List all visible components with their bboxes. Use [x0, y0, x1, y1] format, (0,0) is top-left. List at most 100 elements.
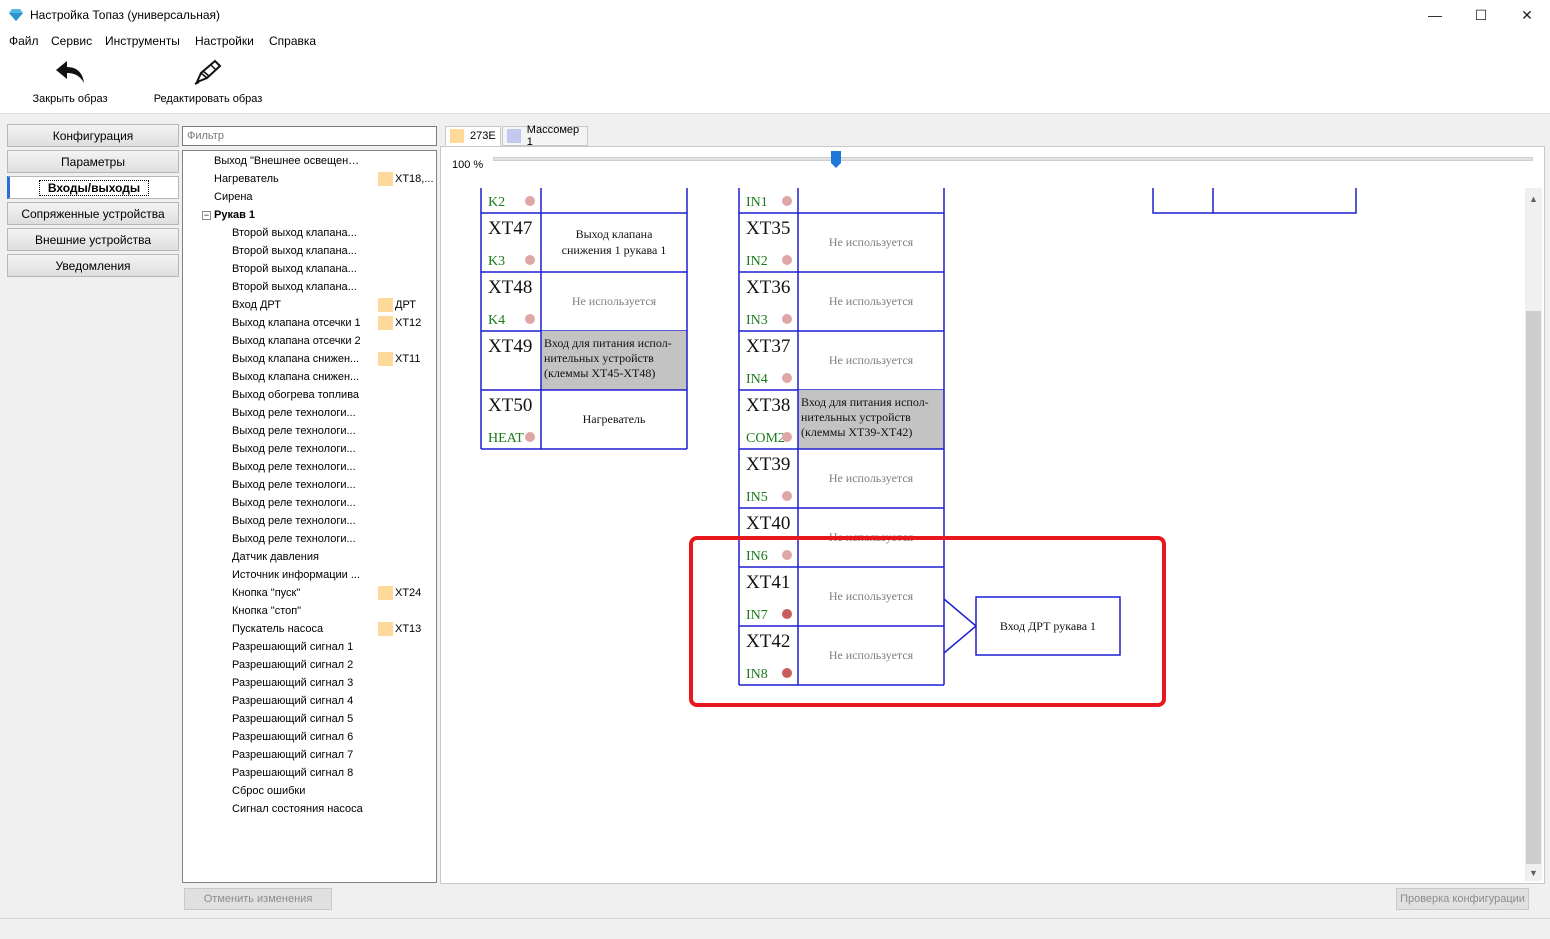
nav-external-devices[interactable]: Внешние устройства: [7, 228, 179, 251]
tree-item-label: Сигнал состояния насоса: [232, 803, 363, 815]
tree-item[interactable]: Выход реле технологи...: [183, 512, 436, 530]
tree-item[interactable]: Разрешающий сигнал 2: [183, 656, 436, 674]
scroll-up-arrow-icon[interactable]: ▲: [1529, 193, 1538, 204]
menu-service[interactable]: Сервис: [51, 34, 93, 48]
zoom-slider-track[interactable]: [493, 157, 1533, 161]
close-window-button[interactable]: ✕: [1521, 6, 1533, 23]
tree-item[interactable]: Разрешающий сигнал 5: [183, 710, 436, 728]
tab-massomer-color-swatch: [507, 129, 521, 143]
minimize-button[interactable]: —: [1428, 7, 1442, 23]
tree-item[interactable]: Выход реле технологи...: [183, 494, 436, 512]
tree-item-label: Рукав 1: [214, 209, 256, 221]
tree-item-color-swatch: [378, 586, 393, 600]
close-image-button[interactable]: Закрыть образ: [26, 58, 114, 105]
right-block-pin-label: IN2: [746, 254, 768, 269]
tree-item-label: Нагреватель: [214, 173, 279, 185]
tree-item[interactable]: Второй выход клапана...: [183, 224, 436, 242]
tree-item[interactable]: Выход реле технологи...: [183, 404, 436, 422]
tree-item[interactable]: Выход клапана отсечки 2: [183, 332, 436, 350]
filter-input[interactable]: Фильтр: [182, 126, 437, 146]
right-block-desc: Не используется: [829, 353, 914, 367]
menu-tools[interactable]: Инструменты: [105, 34, 180, 48]
tree-item[interactable]: Разрешающий сигнал 3: [183, 674, 436, 692]
tree-item[interactable]: Выход реле технологи...: [183, 458, 436, 476]
nav-paired-devices[interactable]: Сопряженные устройства: [7, 202, 179, 225]
tree-item[interactable]: Разрешающий сигнал 8: [183, 764, 436, 782]
tree-item[interactable]: Разрешающий сигнал 4: [183, 692, 436, 710]
tab-massomer-1[interactable]: Массомер 1: [502, 124, 588, 148]
tree-item-label: Выход обогрева топлива: [232, 389, 360, 401]
tree-item[interactable]: Второй выход клапана...: [183, 260, 436, 278]
tree-item-color-swatch: [378, 316, 393, 330]
tree-item-label: Выход реле технологи...: [232, 497, 356, 509]
left-block-power-desc: нительных устройств: [544, 351, 654, 365]
tree-item[interactable]: Источник информации ...: [183, 566, 436, 584]
left-block-desc: Выход клапана: [576, 227, 654, 241]
nav-notifications[interactable]: Уведомления: [7, 254, 179, 277]
tree-item-label: Выход реле технологи...: [232, 407, 356, 419]
check-config-button[interactable]: Проверка конфигурации: [1396, 888, 1529, 910]
tree-item[interactable]: Датчик давления: [183, 548, 436, 566]
tree-item[interactable]: Выход реле технологи...: [183, 530, 436, 548]
tree-item-label: Второй выход клапана...: [232, 263, 357, 275]
tree-item[interactable]: Второй выход клапана...: [183, 278, 436, 296]
tree-item[interactable]: Выход обогрева топлива: [183, 386, 436, 404]
nav-notifications-label: Уведомления: [55, 258, 131, 273]
right-block-status-led-icon: [782, 314, 792, 324]
edit-image-button[interactable]: Редактировать образ: [150, 58, 266, 105]
tree-item[interactable]: Сигнал состояния насоса: [183, 800, 436, 818]
tree-item[interactable]: Выход реле технологи...: [183, 422, 436, 440]
tree-item[interactable]: Выход реле технологи...: [183, 440, 436, 458]
left-block-desc: снижения 1 рукава 1: [562, 243, 667, 257]
right-block-desc: Не используется: [829, 294, 914, 308]
nav-paired-devices-label: Сопряженные устройства: [21, 206, 165, 221]
tree-item[interactable]: Выход клапана снижен...: [183, 368, 436, 386]
nav-configuration[interactable]: Конфигурация: [7, 124, 179, 147]
tree-item[interactable]: Сирена: [183, 188, 436, 206]
tree-item[interactable]: Разрешающий сигнал 7: [183, 746, 436, 764]
right-block-desc: Не используется: [829, 471, 914, 485]
tree-item[interactable]: Выход "Внешнее освещение": [183, 152, 436, 170]
left-block-status-led-icon: [525, 432, 535, 442]
maximize-button[interactable]: ☐: [1474, 6, 1488, 23]
nav-inputs-outputs[interactable]: Входы/выходы: [7, 176, 179, 199]
collapse-expander-icon[interactable]: −: [202, 210, 211, 220]
tree-item[interactable]: Сброс ошибки: [183, 782, 436, 800]
menu-file[interactable]: Файл: [9, 34, 39, 48]
tree-item-label: Источник информации ...: [232, 569, 361, 581]
left-block-desc: Нагреватель: [583, 412, 646, 426]
tree-item[interactable]: Выход клапана снижен...XT11: [183, 350, 436, 368]
tree-item-terminal-tag: XT24: [395, 587, 422, 599]
tree-item-label: Выход "Внешнее освещение": [214, 155, 364, 167]
right-block-desc: Не используется: [829, 589, 914, 603]
left-block-pin-label: HEAT: [488, 431, 524, 446]
nav-parameters[interactable]: Параметры: [7, 150, 179, 173]
tree-item-label: Выход реле технологи...: [232, 515, 356, 527]
tree-item[interactable]: Второй выход клапана...: [183, 242, 436, 260]
tree-item[interactable]: Разрешающий сигнал 6: [183, 728, 436, 746]
diagram-scrollbar-thumb[interactable]: [1526, 311, 1541, 864]
tree-item[interactable]: Кнопка "стоп": [183, 602, 436, 620]
cancel-changes-button[interactable]: Отменить изменения: [184, 888, 332, 910]
scroll-down-arrow-icon[interactable]: ▼: [1529, 867, 1538, 878]
tab-273e[interactable]: 273E: [445, 126, 501, 146]
menu-help[interactable]: Справка: [269, 34, 317, 48]
tree-item-label: Кнопка "стоп": [232, 605, 302, 617]
tree-item[interactable]: Кнопка "пуск"XT24: [183, 584, 436, 602]
right-block-status-led-icon: [782, 668, 792, 678]
left-block-status-led-icon: [525, 196, 535, 206]
tree-item-label: Разрешающий сигнал 6: [232, 731, 354, 743]
tree-item[interactable]: Разрешающий сигнал 1: [183, 638, 436, 656]
left-block-desc: Не используется: [572, 294, 657, 308]
tree-item-label: Вход ДРТ: [232, 299, 281, 311]
menu-settings[interactable]: Настройки: [195, 34, 254, 48]
tree-item[interactable]: Выход реле технологи...: [183, 476, 436, 494]
right-block-status-led-icon: [782, 609, 792, 619]
zoom-slider-thumb[interactable]: [831, 151, 842, 168]
tree-group[interactable]: −Рукав 1: [183, 206, 436, 224]
